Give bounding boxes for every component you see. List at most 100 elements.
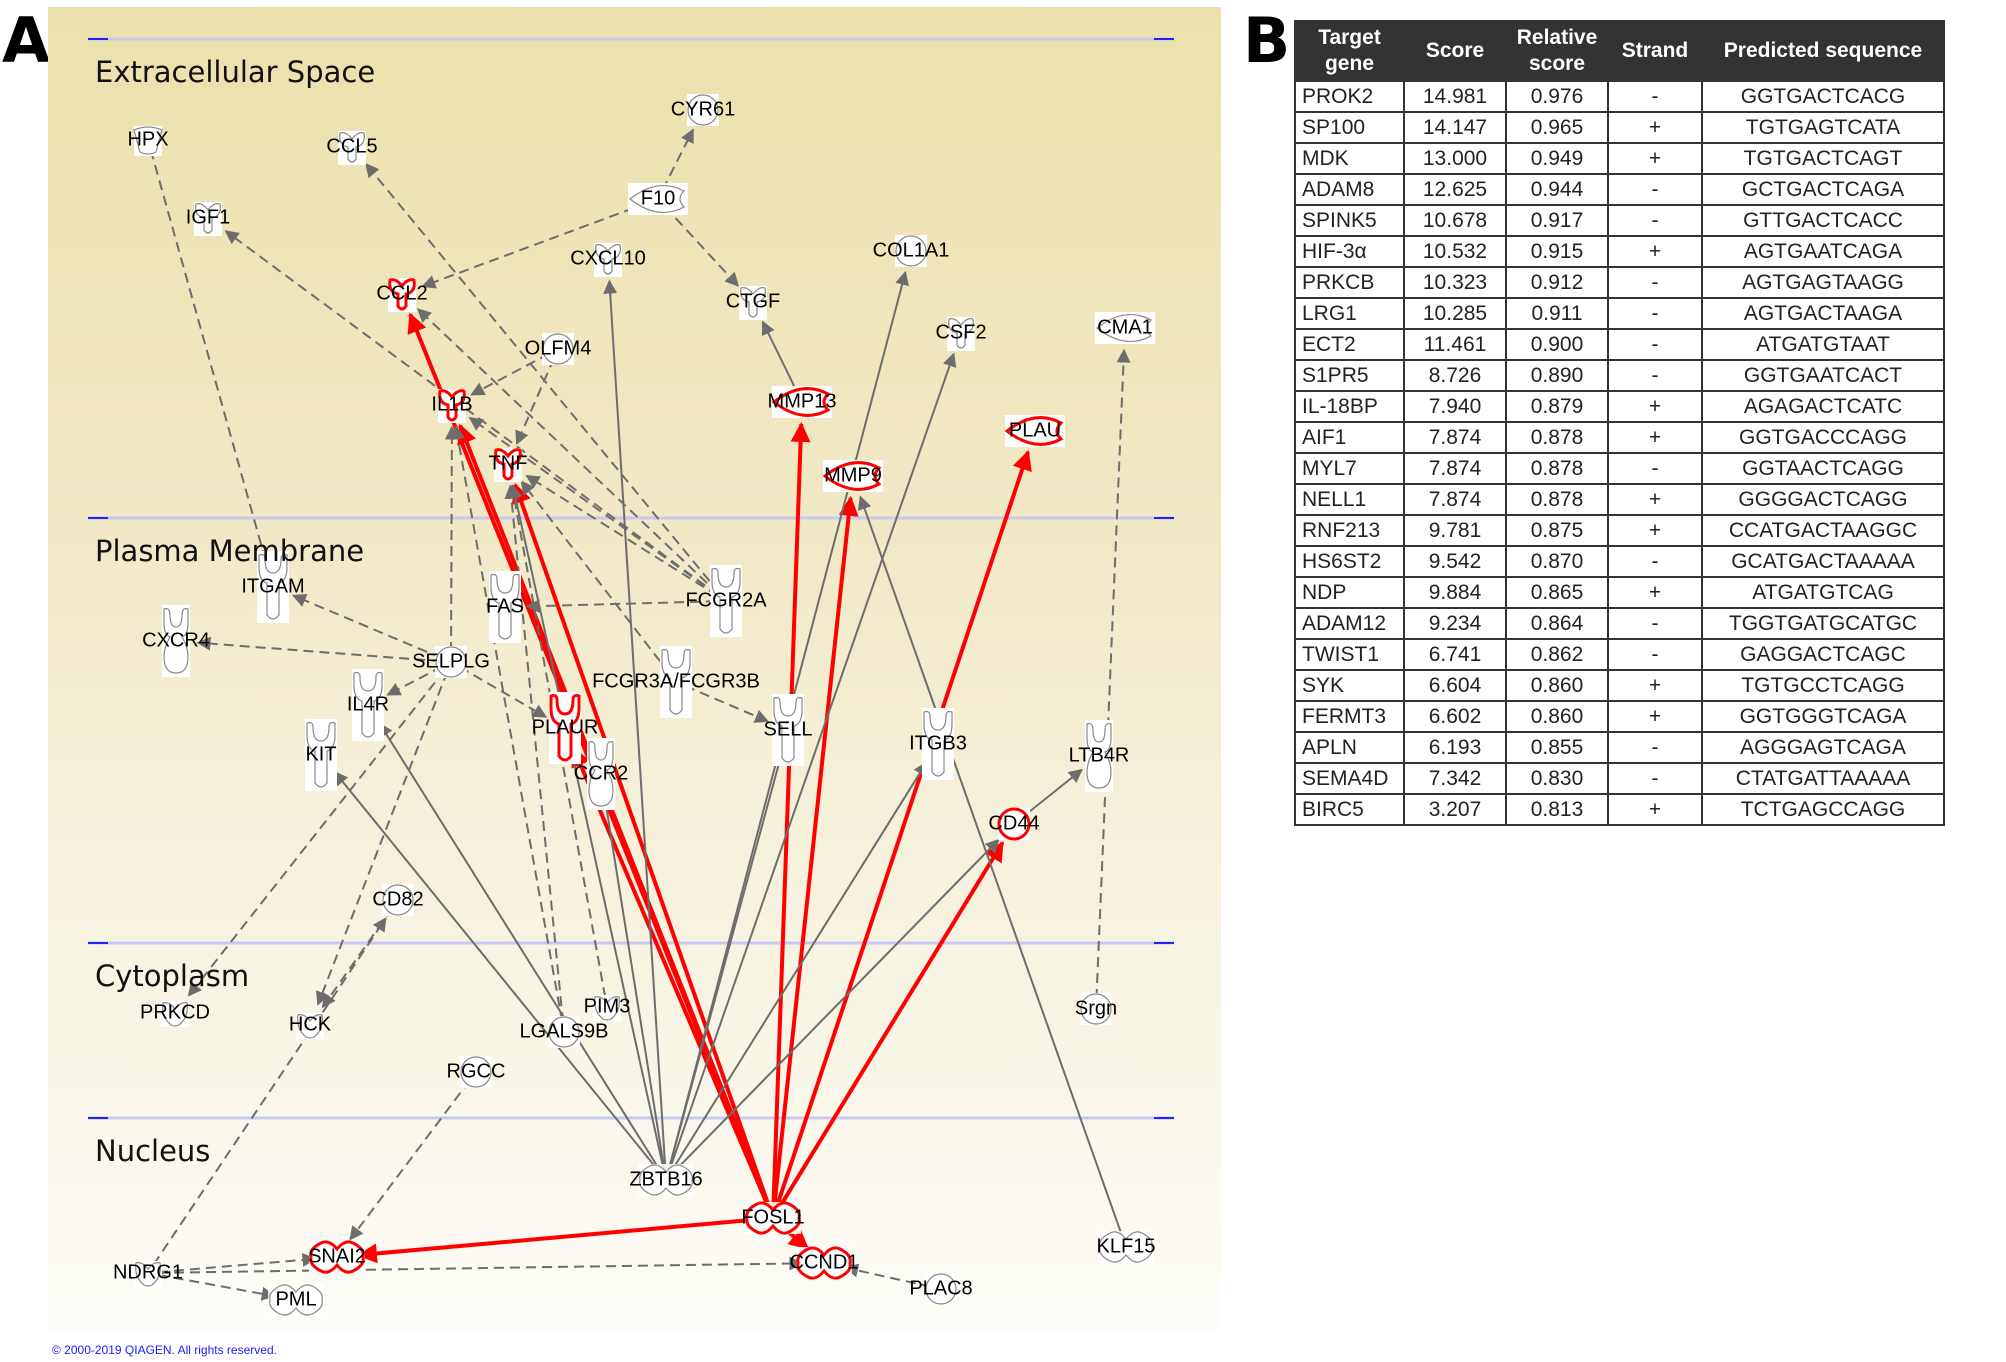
node-shape-col1a1-circle-icon[interactable] bbox=[895, 235, 927, 267]
node-label-ccnd1[interactable]: CCND1 bbox=[789, 1251, 859, 1274]
node-shape-fas-receptor-icon[interactable] bbox=[489, 571, 521, 643]
node-shape-fosl1-tf-icon[interactable] bbox=[745, 1201, 801, 1235]
node-shape-tnf-cytokine-icon[interactable] bbox=[494, 448, 522, 482]
node-label-fcgr3a[interactable]: FCGR3A/FCGR3B bbox=[592, 670, 760, 693]
node-shape-f10-peptidase-icon[interactable] bbox=[628, 183, 688, 215]
node-shape-cyr61-circle-icon[interactable] bbox=[687, 94, 719, 126]
node-label-ccr2[interactable]: CCR2 bbox=[573, 762, 629, 785]
cell-score: 6.602 bbox=[1403, 700, 1507, 733]
node-shape-lgals9b-circle-icon[interactable] bbox=[548, 1016, 580, 1048]
node-label-cma1[interactable]: CMA1 bbox=[1097, 316, 1153, 339]
node-label-itgb3[interactable]: ITGB3 bbox=[909, 732, 967, 755]
node-shape-fcgr2a-receptor-icon[interactable] bbox=[710, 565, 742, 637]
node-label-plac8[interactable]: PLAC8 bbox=[909, 1277, 973, 1300]
node-shape-csf2-cytokine-icon[interactable] bbox=[947, 317, 975, 351]
node-shape-fcgr3a-receptor-icon[interactable] bbox=[660, 646, 692, 718]
node-shape-ctgf-cytokine-icon[interactable] bbox=[739, 286, 767, 320]
node-label-ctgf[interactable]: CTGF bbox=[725, 290, 781, 313]
node-shape-prkcd-kinase-icon[interactable] bbox=[161, 1001, 189, 1027]
node-shape-cd82-circle-icon[interactable] bbox=[382, 884, 414, 916]
node-label-prkcd[interactable]: PRKCD bbox=[139, 1001, 211, 1024]
node-shape-mmp9-peptidase-icon[interactable] bbox=[822, 460, 883, 492]
node-shape-ndrg1-kinase-icon[interactable] bbox=[134, 1261, 162, 1287]
node-shape-hpx-cup-icon[interactable] bbox=[133, 126, 163, 156]
node-label-il1b[interactable]: IL1B bbox=[431, 393, 473, 416]
node-label-rgcc[interactable]: RGCC bbox=[446, 1060, 506, 1083]
node-shape-rgcc-circle-icon[interactable] bbox=[460, 1056, 492, 1088]
node-shape-cd44-circle-icon[interactable] bbox=[997, 807, 1031, 841]
node-shape-cxcl10-cytokine-icon[interactable] bbox=[594, 243, 622, 277]
node-label-cyr61[interactable]: CYR61 bbox=[670, 98, 736, 121]
node-label-zbtb16[interactable]: ZBTB16 bbox=[629, 1168, 703, 1191]
node-label-fosl1[interactable]: FOSL1 bbox=[741, 1206, 805, 1229]
node-label-hck[interactable]: HCK bbox=[288, 1013, 332, 1036]
node-shape-pim3-kinase-icon[interactable] bbox=[593, 995, 621, 1021]
node-label-mmp9[interactable]: MMP9 bbox=[824, 464, 882, 487]
node-label-itgam[interactable]: ITGAM bbox=[241, 575, 305, 598]
node-label-snai2[interactable]: SNAI2 bbox=[308, 1245, 366, 1268]
node-label-ccl5[interactable]: CCL5 bbox=[326, 135, 378, 158]
node-label-fcgr2a[interactable]: FCGR2A bbox=[685, 589, 767, 612]
node-label-col1a1[interactable]: COL1A1 bbox=[872, 239, 950, 262]
node-label-pim3[interactable]: PIM3 bbox=[583, 995, 631, 1018]
node-shape-il1b-cytokine-icon[interactable] bbox=[438, 389, 466, 423]
node-label-csf2[interactable]: CSF2 bbox=[935, 321, 987, 344]
node-shape-plaur-receptor-icon[interactable] bbox=[549, 692, 581, 764]
node-shape-il4r-receptor-icon[interactable] bbox=[352, 669, 384, 741]
node-label-pml[interactable]: PML bbox=[275, 1288, 317, 1311]
node-shape-mmp13-peptidase-icon[interactable] bbox=[771, 386, 832, 418]
node-shape-plac8-circle-icon[interactable] bbox=[925, 1273, 957, 1305]
node-label-f10[interactable]: F10 bbox=[640, 187, 676, 210]
edge-ZBTB16-to-TNF bbox=[508, 484, 665, 1171]
node-label-igf1[interactable]: IGF1 bbox=[185, 206, 231, 229]
node-label-cxcl10[interactable]: CXCL10 bbox=[570, 247, 646, 270]
node-label-cxcr4[interactable]: CXCR4 bbox=[142, 629, 210, 652]
node-shape-cxcr4-gpcr-icon[interactable] bbox=[162, 605, 190, 677]
node-shape-ccl2-cytokine-icon[interactable] bbox=[388, 278, 416, 312]
node-label-srgn[interactable]: Srgn bbox=[1074, 997, 1118, 1020]
node-label-selplg[interactable]: SELPLG bbox=[412, 650, 490, 673]
node-shape-ccr2-gpcr-icon[interactable] bbox=[587, 738, 615, 810]
node-shape-kit-receptor-icon[interactable] bbox=[305, 719, 337, 791]
node-shape-snai2-tf-icon[interactable] bbox=[309, 1240, 365, 1274]
node-label-il4r[interactable]: IL4R bbox=[346, 693, 390, 716]
node-shape-itgam-receptor-icon[interactable] bbox=[257, 551, 289, 623]
node-label-tnf[interactable]: TNF bbox=[488, 452, 528, 475]
node-label-hpx[interactable]: HPX bbox=[127, 128, 169, 151]
node-label-fas[interactable]: FAS bbox=[486, 595, 524, 618]
node-label-plaur[interactable]: PLAUR bbox=[531, 716, 599, 739]
node-shape-ccl5-cytokine-icon[interactable] bbox=[338, 131, 366, 165]
node-shape-zbtb16-tf-icon[interactable] bbox=[638, 1164, 694, 1196]
node-shape-sell-receptor-icon[interactable] bbox=[772, 694, 804, 766]
node-label-olfm4[interactable]: OLFM4 bbox=[524, 337, 592, 360]
node-shape-igf1-cytokine-icon[interactable] bbox=[194, 202, 222, 236]
node-shape-selplg-circle-icon[interactable] bbox=[435, 646, 467, 678]
node-shape-cma1-peptidase-icon[interactable] bbox=[1095, 312, 1155, 344]
cell-predicted-sequence: GCTGACTCAGA bbox=[1701, 173, 1945, 206]
node-label-ltb4r[interactable]: LTB4R bbox=[1068, 744, 1130, 767]
cell-predicted-sequence: CCATGACTAAGGC bbox=[1701, 514, 1945, 547]
node-label-cd44[interactable]: CD44 bbox=[988, 812, 1040, 835]
node-shape-ltb4r-gpcr-icon[interactable] bbox=[1085, 720, 1113, 792]
node-label-ndrg1[interactable]: NDRG1 bbox=[112, 1261, 184, 1284]
node-label-klf15[interactable]: KLF15 bbox=[1096, 1235, 1156, 1258]
node-shape-ccnd1-tf-icon[interactable] bbox=[796, 1246, 852, 1280]
node-shape-klf15-tf-icon[interactable] bbox=[1098, 1231, 1154, 1263]
node-shape-pml-tf-icon[interactable] bbox=[268, 1284, 324, 1316]
node-shape-hck-kinase-icon[interactable] bbox=[296, 1013, 324, 1039]
node-shape-itgb3-receptor-icon[interactable] bbox=[922, 708, 954, 780]
node-label-ccl2[interactable]: CCL2 bbox=[376, 282, 428, 305]
node-label-kit[interactable]: KIT bbox=[305, 743, 337, 766]
node-label-cd82[interactable]: CD82 bbox=[372, 888, 424, 911]
node-shape-plau-peptidase-icon[interactable] bbox=[1004, 415, 1065, 447]
node-label-lgals9b[interactable]: LGALS9B bbox=[519, 1020, 609, 1043]
node-label-plau[interactable]: PLAU bbox=[1008, 419, 1062, 442]
node-label-mmp13[interactable]: MMP13 bbox=[767, 390, 837, 413]
cell-target-gene: RNF213 bbox=[1294, 514, 1405, 547]
node-shape-olfm4-circle-icon[interactable] bbox=[542, 333, 574, 365]
node-shape-srgn-circle-icon[interactable] bbox=[1080, 993, 1112, 1025]
node-label-sell[interactable]: SELL bbox=[763, 718, 813, 741]
